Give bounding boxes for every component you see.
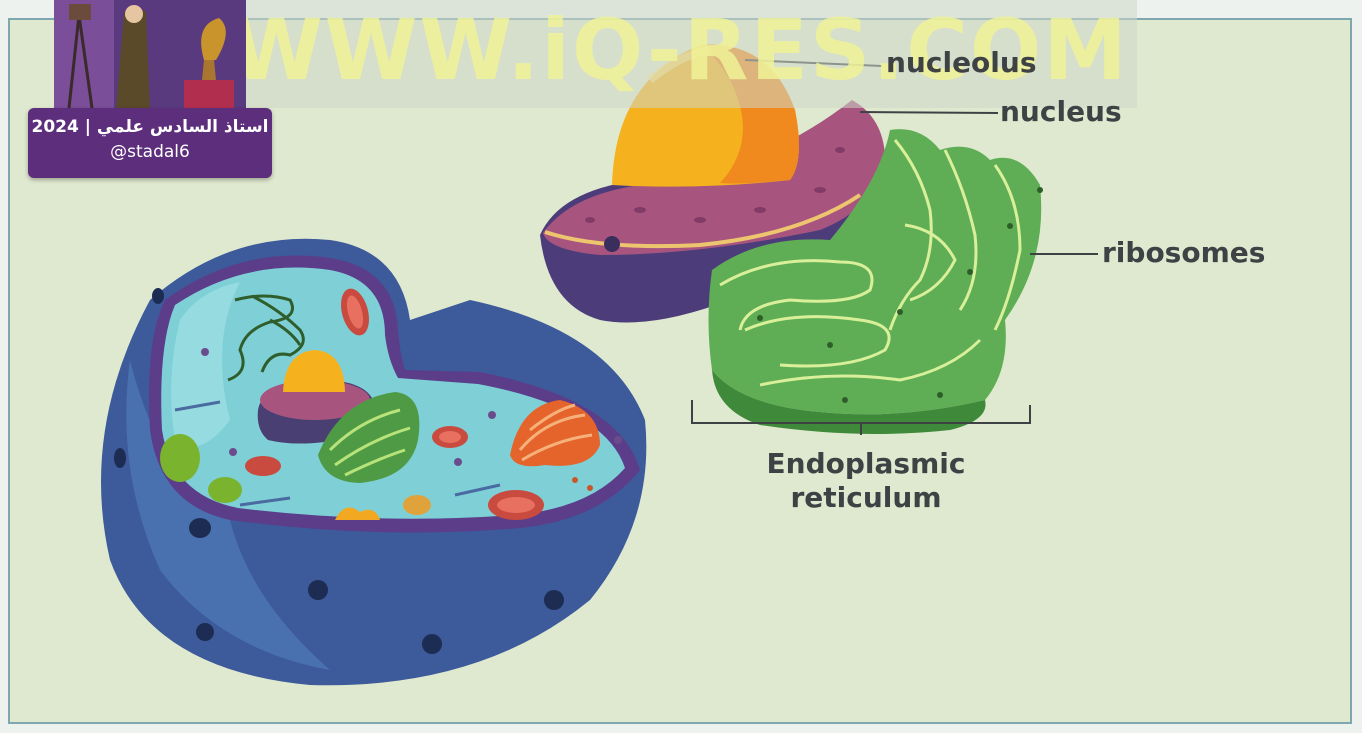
channel-photo <box>54 0 246 110</box>
animal-cell <box>101 239 646 686</box>
channel-badge: استاذ السادس علمي | 2024 @stadal6 <box>28 108 272 178</box>
label-endoplasmic-reticulum: Endoplasmic reticulum <box>760 447 972 515</box>
label-nucleus: nucleus <box>1000 95 1122 128</box>
label-nucleolus: nucleolus <box>886 46 1037 79</box>
badge-handle: @stadal6 <box>28 142 272 162</box>
badge-title: استاذ السادس علمي | 2024 <box>28 117 272 137</box>
nucleus-leader <box>860 112 998 113</box>
label-ribosomes: ribosomes <box>1102 236 1265 269</box>
mitochondrion <box>245 456 281 476</box>
label-er-line2: reticulum <box>760 481 972 515</box>
label-er-line1: Endoplasmic <box>760 447 972 481</box>
